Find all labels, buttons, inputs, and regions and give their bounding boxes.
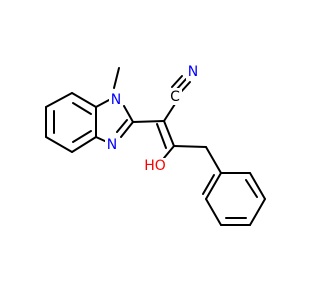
bond-benz-2 (45, 92, 73, 108)
bond-ph-2 (205, 198, 222, 226)
bond-benz-5-inner (72, 130, 92, 143)
bond-ring-to-vinyl (132, 120, 165, 123)
bond-enol-double-2 (156, 123, 167, 149)
bond-nitrile-triple-2 (171, 75, 183, 88)
bond-ph-5 (249, 172, 266, 200)
atom-label-nitrile-c: C (170, 89, 180, 105)
bond-ring-c2-n3 (120, 121, 134, 138)
atom-hydroxyl: HO (143, 158, 167, 175)
bond-ph-5-inner (245, 179, 258, 198)
bond-ph-1 (205, 172, 222, 200)
atom-labels: N N C N HO (105, 63, 201, 175)
bond-ph-4 (249, 198, 266, 226)
atom-nitrile-c: C (168, 88, 182, 105)
atom-label-n-methyl: N (111, 92, 121, 108)
bond-benz-5 (71, 136, 97, 153)
bond-benz-1-inner (72, 102, 92, 115)
bond-vinyl-to-nitrile (163, 103, 176, 122)
bond-enol-ch2 (173, 145, 207, 148)
bond-benz-1 (71, 92, 97, 108)
bond-ring-n1-fused (95, 99, 110, 108)
atom-n-methyl: N (109, 91, 123, 108)
bond-methyl (113, 67, 120, 89)
bond-ring-n1-c2 (123, 105, 134, 123)
bonds (45, 67, 266, 226)
atom-label-hydroxyl: HO (144, 158, 166, 174)
chemical-structure: N N C N HO (45, 63, 266, 226)
bond-ch2-phenyl (205, 146, 222, 174)
atom-n-imidazole: N (105, 136, 120, 153)
bond-ph-1-inner (202, 174, 215, 195)
bond-ring-c2-n3-inner (116, 119, 128, 133)
bond-enol-oh (163, 145, 175, 159)
bond-benz-4 (45, 136, 73, 153)
atom-label-nitrile-n: N (188, 64, 198, 80)
bond-enol-double-1 (163, 120, 175, 147)
atom-label-n-imidazole: N (107, 137, 117, 153)
atom-nitrile-n: N (186, 63, 201, 80)
